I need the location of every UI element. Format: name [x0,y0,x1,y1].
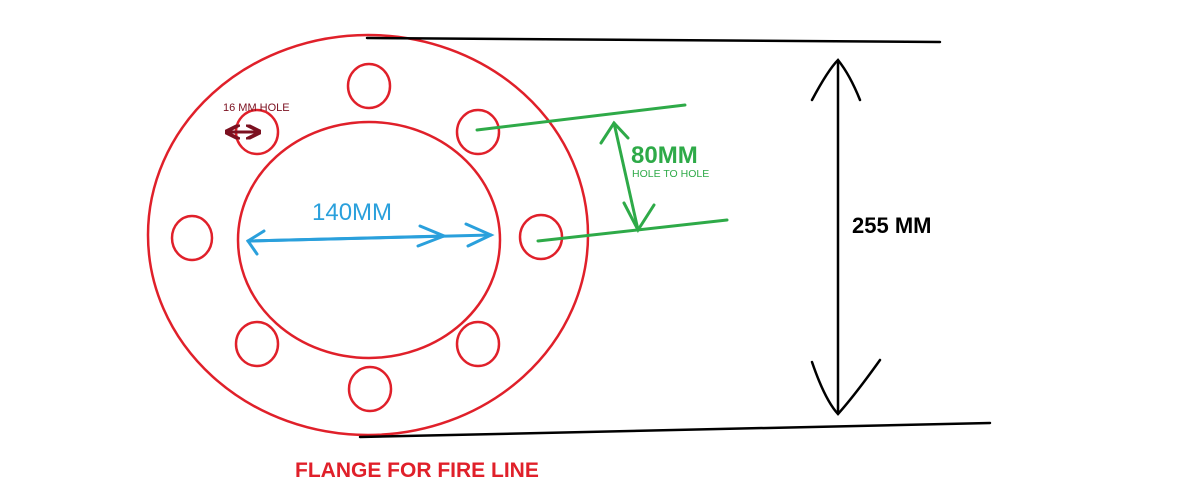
hole-size-label: 16 MM HOLE [223,102,290,114]
inner-diameter-arrow [245,222,495,256]
inner-diameter-label: 140MM [312,199,392,226]
bolt-hole [455,108,501,156]
bolt-hole [347,365,393,413]
bolt-hole [346,62,392,110]
flange-outer-edge [146,33,590,437]
bolt-hole [234,320,280,368]
bolt-hole [170,214,214,262]
hole-spacing-note: HOLE TO HOLE [632,168,709,180]
flange-inner-bore [236,120,502,360]
outer-diameter-dimension [358,36,992,439]
bolt-hole [455,320,501,368]
hole-spacing-lines [475,103,729,243]
hole-spacing-label: 80MM [631,142,698,169]
outer-diameter-label: 255 MM [852,213,931,238]
diagram-title: FLANGE FOR FIRE LINE [295,459,539,482]
bolt-hole [518,213,564,261]
